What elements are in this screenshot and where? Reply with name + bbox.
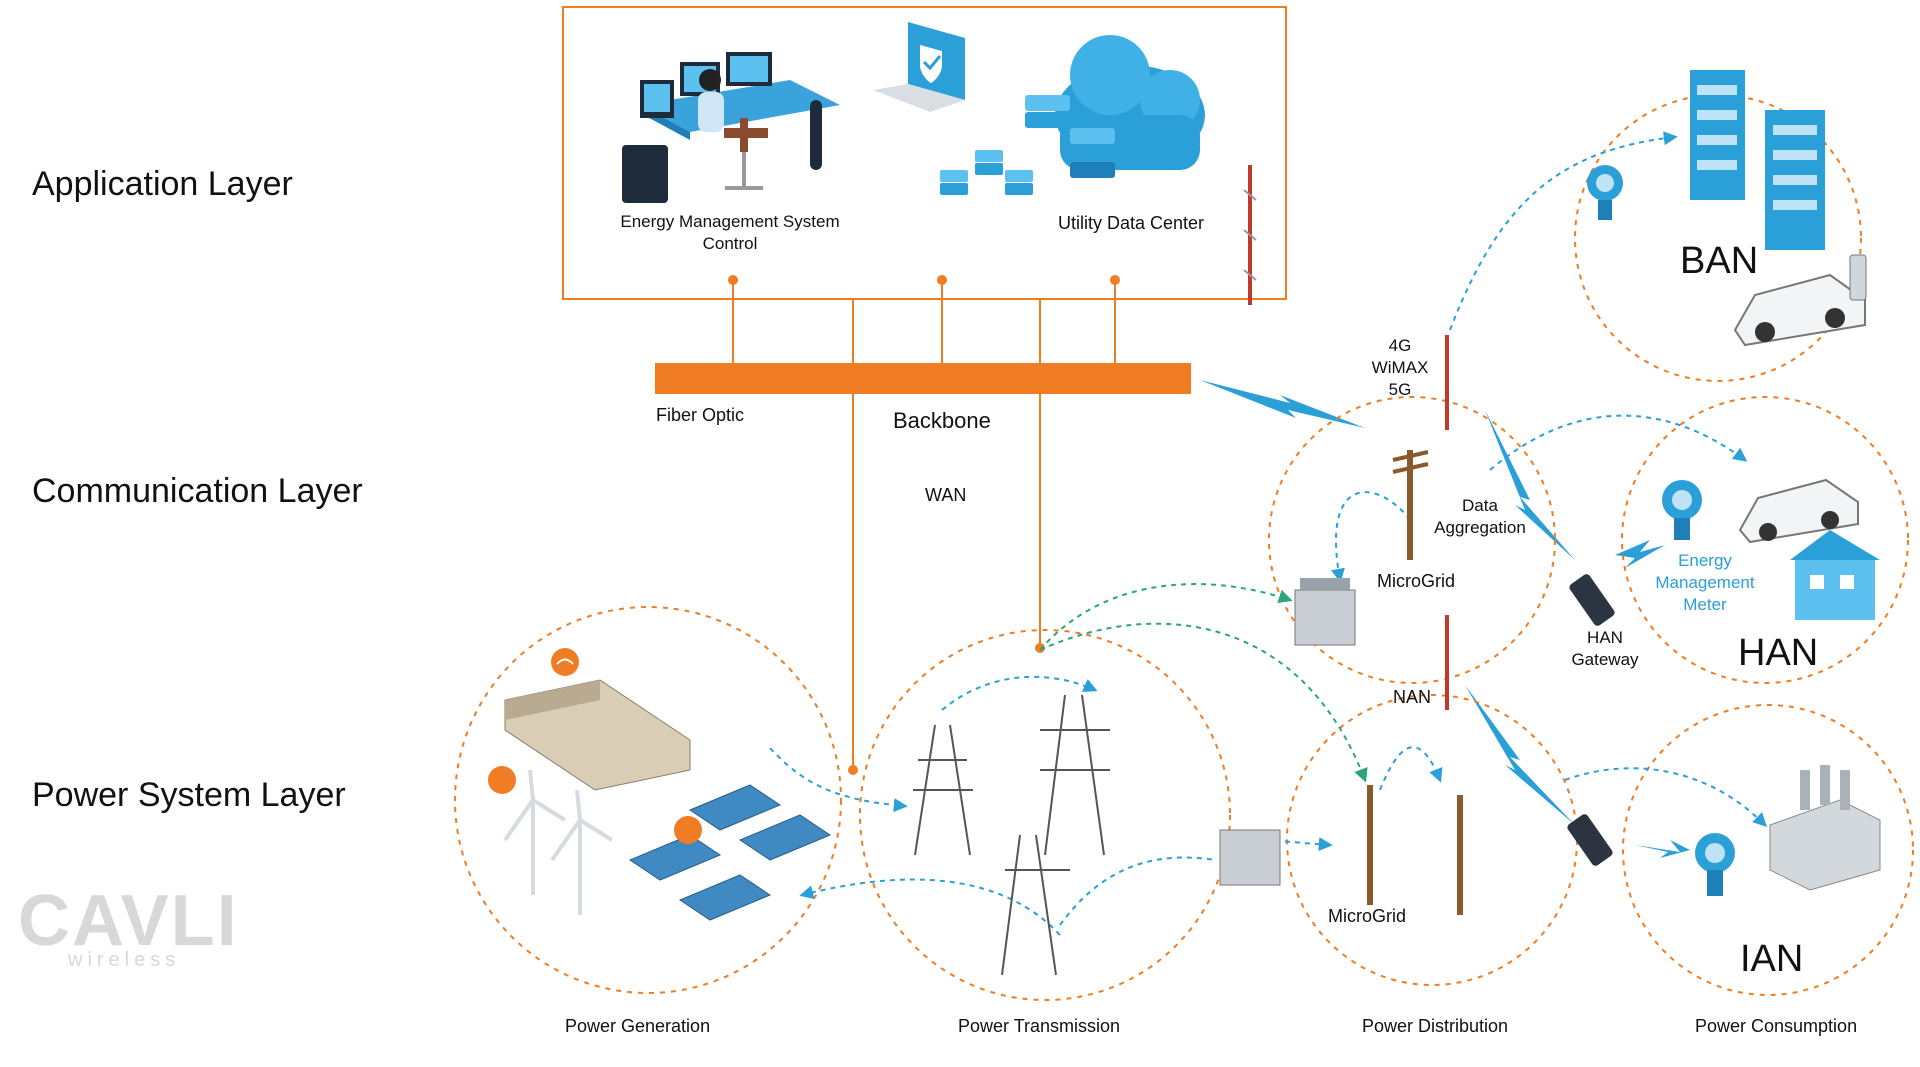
cell-tower-icon [1243, 165, 1257, 305]
wan-lines [848, 394, 1045, 775]
cloud-servers-icon [940, 35, 1205, 195]
power-transmission-label: Power Transmission [958, 1016, 1121, 1036]
solar-panel-icon [628, 784, 832, 921]
power-system-layer-label: Power System Layer [32, 776, 346, 814]
wind-turbine-icon [503, 769, 614, 915]
ems-label-line1: Energy Management System [620, 212, 840, 231]
distribution-circle [1286, 694, 1578, 986]
energy-meter-line3: Meter [1683, 595, 1727, 614]
han-gateway-label: HAN Gateway [1565, 627, 1645, 671]
nan-label: NAN [1393, 687, 1432, 707]
distribution-transformer-icon [1219, 829, 1281, 886]
ems-workstation-icon [622, 52, 840, 203]
wifi-icon-wind [488, 766, 516, 794]
energy-meter-line2: Management [1655, 573, 1755, 592]
han-label: HAN [1738, 632, 1819, 674]
wireless-5g: 5G [1388, 380, 1412, 399]
generation-circle [454, 606, 842, 994]
nan-circle [1268, 396, 1556, 684]
transformer-icon [1294, 578, 1356, 646]
application-box [562, 6, 1287, 300]
power-distribution-label: Power Distribution [1362, 1016, 1509, 1036]
ban-car-icon [1733, 254, 1867, 347]
application-layer-label: Application Layer [32, 165, 293, 203]
wireless-link-icons [1200, 380, 1690, 858]
energy-meter-label: Energy Management Meter [1645, 550, 1765, 616]
smart-meter-icon-ian [1695, 833, 1735, 896]
microgrid-bottom-label: MicroGrid [1328, 906, 1407, 926]
cavli-logo: CAVLI wireless [18, 885, 239, 972]
data-aggregation-line1: Data [1462, 496, 1498, 515]
han-gateway-icon [1569, 574, 1615, 626]
han-gateway-line1: HAN [1587, 628, 1623, 647]
energy-meter-line1: Energy [1678, 551, 1732, 570]
ems-label: Energy Management System Control [610, 211, 850, 255]
data-aggregation-label: Data Aggregation [1420, 495, 1540, 539]
power-generation-label: Power Generation [565, 1016, 711, 1036]
ban-label: BAN [1680, 240, 1759, 282]
green-flow-arrows [1039, 583, 1368, 783]
app-connectors [728, 275, 1120, 363]
house-icon [1790, 530, 1880, 620]
power-consumption-label: Power Consumption [1695, 1016, 1858, 1036]
transmission-circle [859, 629, 1231, 1001]
wireless-wimax: WiMAX [1371, 358, 1429, 377]
transmission-tower-icon [913, 694, 1110, 976]
consumption-circle [1622, 704, 1914, 996]
han-gateway-line2: Gateway [1571, 650, 1639, 669]
communication-layer-label: Communication Layer [32, 472, 363, 510]
factory-building-icon [504, 679, 691, 791]
han-car-icon [1738, 478, 1859, 544]
wifi-icon-solar [674, 816, 702, 844]
wireless-4g: 4G [1388, 336, 1412, 355]
fiber-optic-label: Fiber Optic [656, 405, 745, 425]
cavli-logo-sub: wireless [68, 949, 181, 971]
industrial-factory-icon [1769, 765, 1881, 891]
ems-label-line2: Control [702, 234, 758, 253]
smart-meter-icon-han [1662, 480, 1702, 540]
wireless-standards-label: 4G WiMAX 5G [1365, 335, 1435, 401]
ian-label: IAN [1740, 938, 1804, 980]
data-center-label: Utility Data Center [1058, 213, 1205, 233]
data-aggregation-line2: Aggregation [1434, 518, 1526, 537]
han-circle [1621, 396, 1909, 684]
data-flow-arrows [769, 131, 1767, 936]
backbone-label: Backbone [893, 408, 991, 433]
cavli-logo-mark: CAVLI [18, 881, 239, 961]
microgrid-top-label: MicroGrid [1377, 571, 1456, 591]
security-laptop-icon [873, 22, 965, 112]
smart-meter-icon-ban [1587, 165, 1623, 220]
wan-label: WAN [925, 485, 967, 505]
backbone-bar [655, 363, 1191, 394]
wifi-icon-factory [551, 648, 579, 676]
ban-building-icon [1690, 70, 1825, 250]
distribution-pole-icon [1367, 785, 1463, 915]
ian-gateway-icon [1567, 814, 1613, 866]
utility-pole-icon [1392, 450, 1429, 560]
